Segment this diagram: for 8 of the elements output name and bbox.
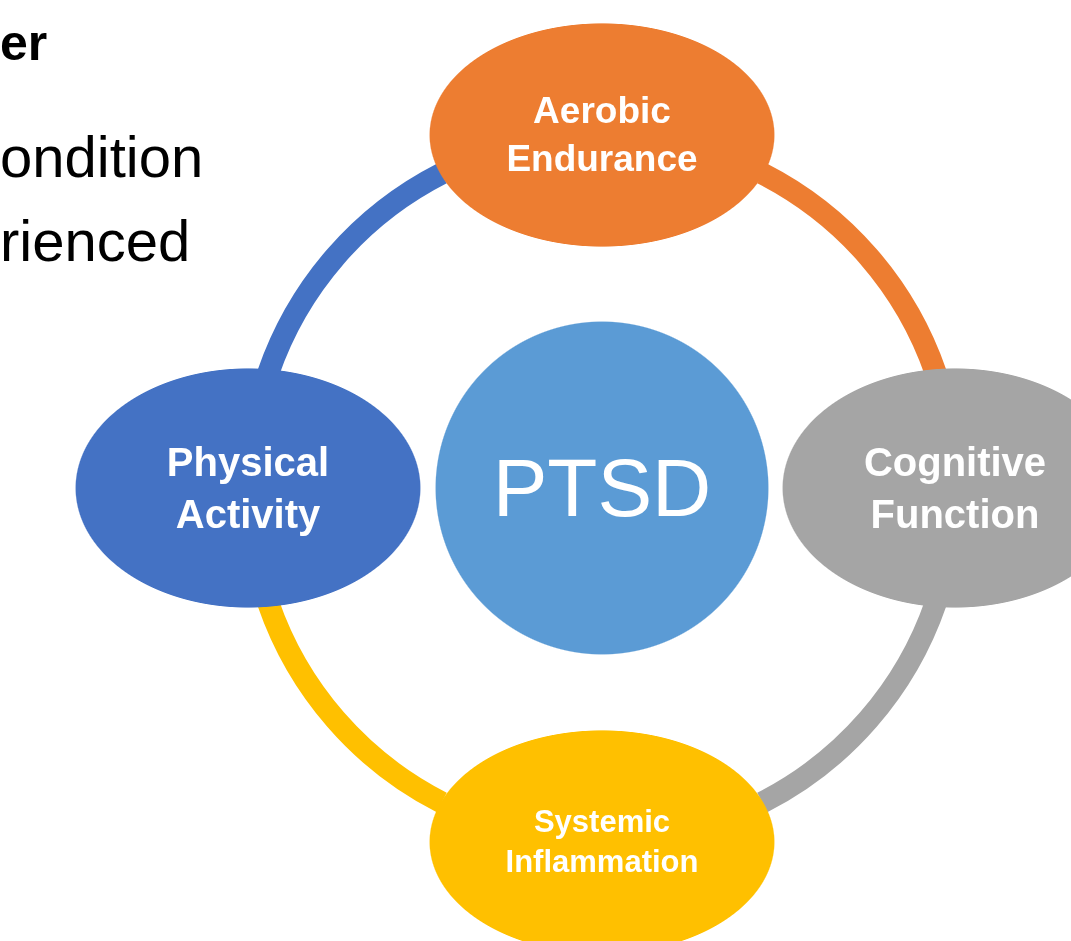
body-text: rienced [0, 212, 191, 270]
body-text: ondition [0, 128, 204, 186]
node-label: Systemic Inflammation [504, 802, 700, 881]
heading-text: er [0, 18, 48, 68]
center-label: PTSD [492, 447, 712, 529]
node-label: Cognitive Function [862, 439, 1048, 538]
node-label: Aerobic Endurance [505, 88, 699, 181]
node-label: Physical Activity [165, 439, 331, 538]
